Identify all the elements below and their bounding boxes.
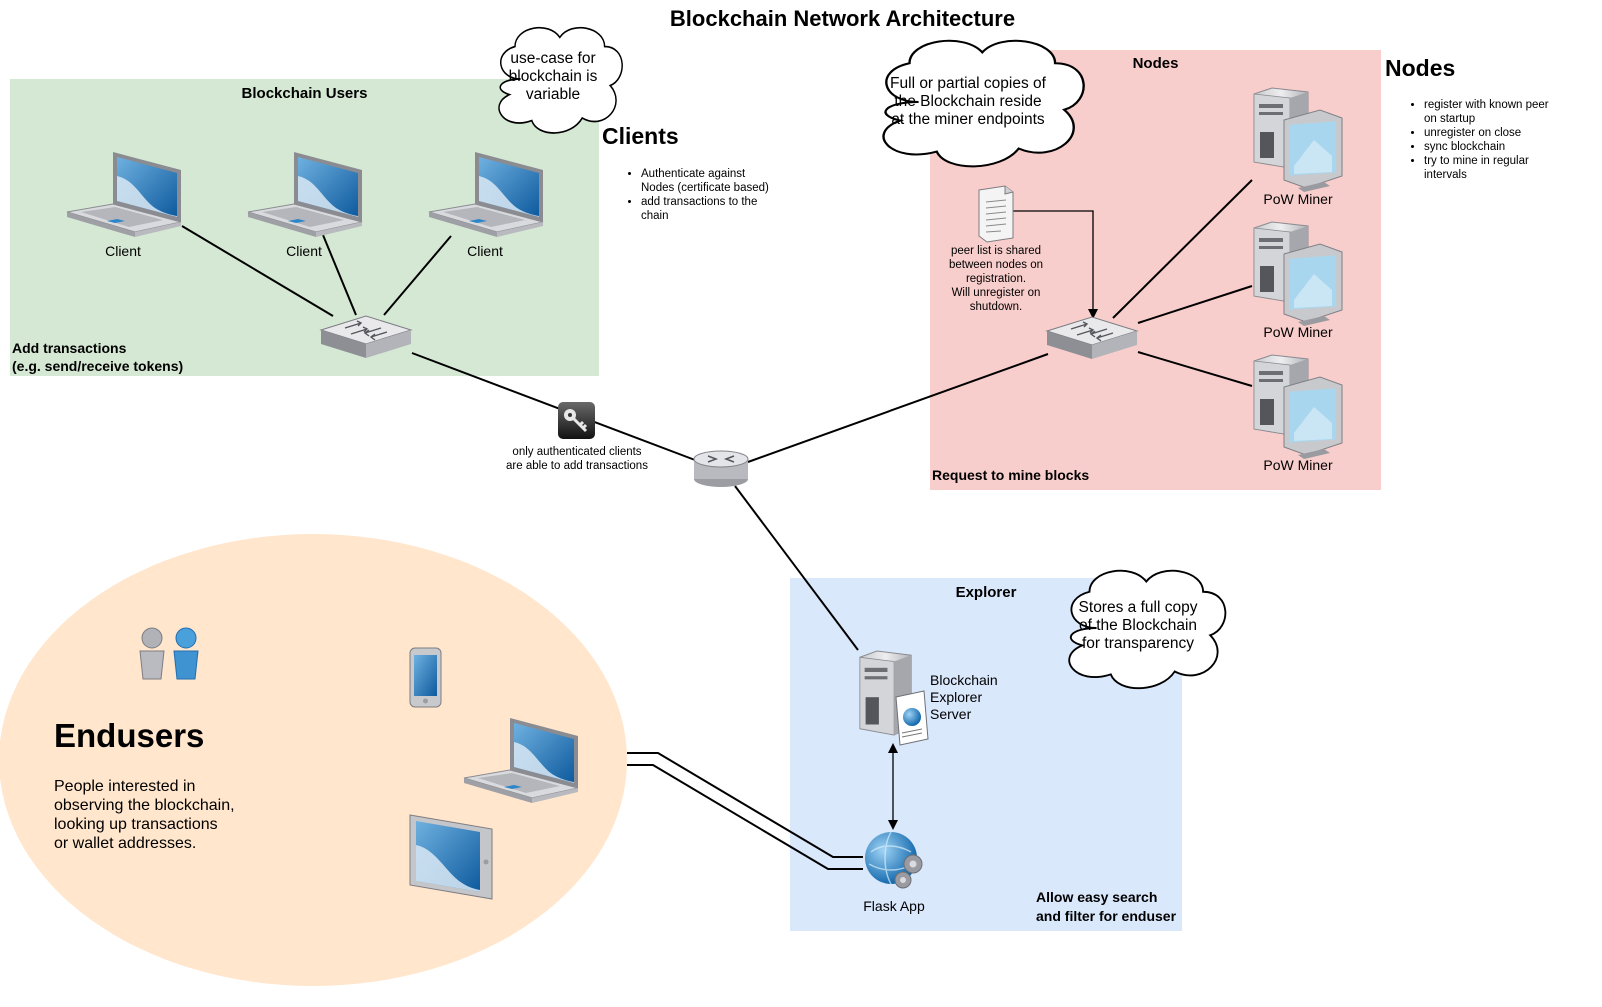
miner-label: PoW Miner bbox=[1263, 191, 1333, 207]
router-to-nodes-switch-edge bbox=[747, 353, 1049, 463]
peer-list-line: registration. bbox=[965, 273, 1027, 285]
nodes-group-label: Nodes bbox=[1132, 55, 1179, 72]
nodes-bullet: register with known peer on startup bbox=[1424, 98, 1558, 126]
explorer-server-line: Server bbox=[930, 706, 972, 722]
tablet-icon bbox=[409, 814, 493, 900]
explorer-server-line: Explorer bbox=[930, 689, 983, 705]
auth-note: only authenticated clients are able to a… bbox=[497, 445, 657, 473]
clients-bullet: add transactions to the chain bbox=[641, 195, 775, 223]
miner-label: PoW Miner bbox=[1263, 324, 1333, 340]
connectors bbox=[181, 179, 1253, 651]
users-note-line: (e.g. send/receive tokens) bbox=[12, 358, 184, 374]
nodes-heading: Nodes bbox=[1385, 55, 1456, 81]
clients-bullet: Authenticate against Nodes (certificate … bbox=[641, 167, 775, 195]
client-label: Client bbox=[467, 243, 503, 259]
nodes-group-note: Request to mine blocks bbox=[932, 467, 1090, 483]
cloud-line: for transparency bbox=[1082, 635, 1194, 652]
clients-bullets: Authenticate against Nodes (certificate … bbox=[625, 167, 775, 223]
flask-app-label: Flask App bbox=[863, 898, 925, 914]
peer-list-line: between nodes on bbox=[949, 259, 1043, 271]
cloud-line: use-case for bbox=[510, 50, 596, 67]
cloud-line: blockchain is bbox=[508, 68, 598, 85]
router-icon bbox=[693, 450, 749, 487]
web-server-icon bbox=[859, 650, 929, 746]
peer-list-line: peer list is shared bbox=[950, 245, 1042, 257]
peer-list-line: shutdown. bbox=[969, 301, 1023, 313]
nodes-bullets: register with known peer on startup unre… bbox=[1408, 98, 1558, 182]
auth-line: only authenticated clients bbox=[512, 446, 642, 458]
cloud-explorer-text: Stores a full copy of the Blockchain for… bbox=[1058, 599, 1218, 653]
endusers-line: or wallet addresses. bbox=[54, 835, 197, 852]
router-to-explorer-server-edge bbox=[734, 485, 859, 651]
peer-list-line: Will unregister on bbox=[951, 287, 1041, 299]
nodes-switch-to-miner-1-edge bbox=[1112, 179, 1253, 319]
nodes-bullet: sync blockchain bbox=[1424, 140, 1558, 154]
explorer-server-line: Blockchain bbox=[930, 672, 998, 688]
cloud-users-text: use-case for blockchain is variable bbox=[490, 50, 616, 104]
nodes-switch-to-miner-3-edge bbox=[1137, 351, 1253, 387]
miner-label: PoW Miner bbox=[1263, 457, 1333, 473]
cloud-line: of the Blockchain bbox=[1078, 617, 1198, 634]
users-group-label: Blockchain Users bbox=[241, 85, 368, 102]
client-2-to-switch-edge bbox=[322, 234, 357, 316]
peer-list-note: peer list is shared between nodes on reg… bbox=[940, 244, 1052, 314]
diagram-title: Blockchain Network Architecture bbox=[669, 6, 1016, 31]
explorer-group-note: Allow easy search and filter for enduser bbox=[1036, 888, 1176, 926]
client-label: Client bbox=[286, 243, 322, 259]
explorer-server-label: Blockchain Explorer Server bbox=[930, 672, 998, 723]
cloud-line: Stores a full copy bbox=[1078, 599, 1198, 616]
endusers-title: Endusers bbox=[54, 717, 205, 754]
users-group-note: Add transactions (e.g. send/receive toke… bbox=[12, 339, 183, 375]
cloud-nodes-text: Full or partial copies of the Blockchain… bbox=[866, 75, 1070, 129]
phone-icon bbox=[409, 647, 442, 708]
users-switch-to-router-edge bbox=[411, 352, 696, 461]
client-label: Client bbox=[105, 243, 141, 259]
users-icon bbox=[139, 627, 199, 680]
explorer-group-label: Explorer bbox=[955, 584, 1017, 601]
client-3-to-switch-edge bbox=[383, 235, 452, 316]
cloud-line: at the miner endpoints bbox=[891, 111, 1045, 128]
users-note-line: Add transactions bbox=[12, 340, 127, 356]
auth-line: are able to add transactions bbox=[506, 460, 648, 472]
endusers-description: People interested in observing the block… bbox=[54, 777, 254, 853]
endusers-line: observing the blockchain, bbox=[54, 797, 235, 814]
explorer-note-line: Allow easy search bbox=[1036, 889, 1158, 905]
nodes-switch-to-miner-2-edge bbox=[1137, 285, 1253, 324]
endusers-line: looking up transactions bbox=[54, 816, 218, 833]
document-icon bbox=[978, 185, 1014, 243]
nodes-bullet: try to mine in regular intervals bbox=[1424, 154, 1558, 182]
cloud-line: the Blockchain reside bbox=[894, 93, 1042, 110]
cloud-line: Full or partial copies of bbox=[890, 75, 1046, 92]
clients-heading: Clients bbox=[602, 123, 679, 149]
globe-gear-icon bbox=[865, 831, 923, 889]
nodes-bullet: unregister on close bbox=[1424, 126, 1558, 140]
client-1-to-switch-edge bbox=[181, 225, 334, 317]
peer-list-to-switch-arrow bbox=[1013, 210, 1098, 319]
cloud-line: variable bbox=[525, 86, 581, 103]
explorer-note-line: and filter for enduser bbox=[1036, 908, 1177, 924]
endusers-line: People interested in bbox=[54, 778, 196, 795]
endusers-to-flask-link bbox=[627, 752, 863, 870]
key-icon bbox=[558, 402, 595, 439]
